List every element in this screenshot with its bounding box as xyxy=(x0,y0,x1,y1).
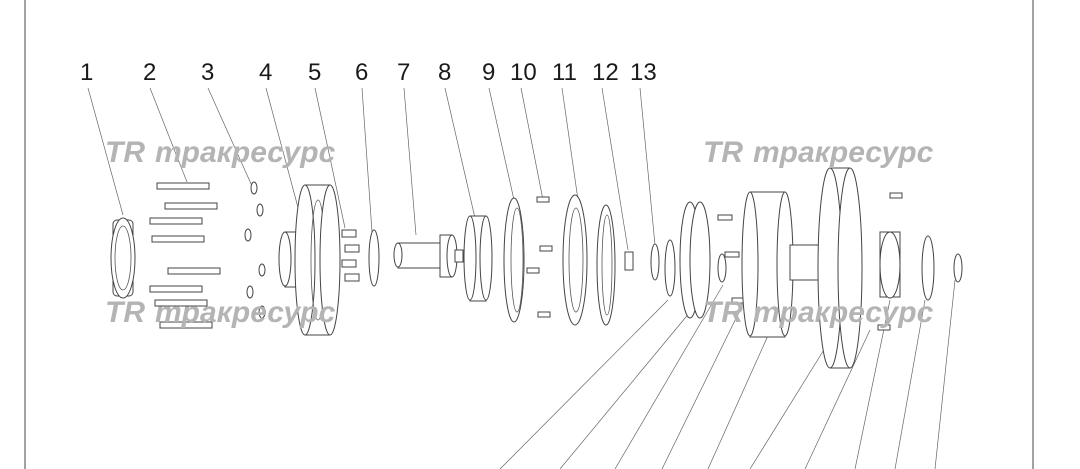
part-number-12: 12 xyxy=(592,59,619,86)
part-7-shaft xyxy=(393,234,464,278)
part-numbers: 1 2 3 4 5 6 7 8 9 10 11 12 13 xyxy=(80,59,657,86)
watermark-brand: тракресурс xyxy=(753,136,934,169)
part-number-13: 13 xyxy=(630,59,657,86)
part-number-6: 6 xyxy=(355,59,368,86)
part-6-disc xyxy=(368,229,380,287)
watermark-logo: ТR xyxy=(703,296,743,329)
right-assembly xyxy=(664,167,963,369)
part-12-disc xyxy=(596,204,616,326)
part-10-pins xyxy=(526,196,553,318)
part-2-bolts xyxy=(149,182,221,329)
part-9-ring xyxy=(503,197,525,323)
watermark-bottom-left: ТR тракресурс xyxy=(105,296,336,329)
part-number-4: 4 xyxy=(259,59,272,86)
part-1-bearing-cup xyxy=(110,217,136,299)
watermark-top-left: ТR тракресурс xyxy=(105,136,336,169)
watermark-brand: тракресурс xyxy=(753,296,934,329)
part-11-carrier xyxy=(562,194,588,326)
part-number-3: 3 xyxy=(201,59,214,86)
part-number-11: 11 xyxy=(552,59,577,86)
part-number-8: 8 xyxy=(438,59,451,86)
part-number-9: 9 xyxy=(482,59,495,86)
part-number-10: 10 xyxy=(510,59,537,86)
part-13-spacer xyxy=(624,243,660,281)
part-number-7: 7 xyxy=(397,59,410,86)
watermark-logo: ТR xyxy=(703,136,743,169)
part-number-5: 5 xyxy=(308,59,321,86)
watermark-logo: ТR xyxy=(105,296,145,329)
watermark-top-right: ТR тракресурс xyxy=(703,136,934,169)
watermark-bottom-right: ТR тракресурс xyxy=(703,296,934,329)
part-8-gear xyxy=(463,215,493,302)
part-5-studs xyxy=(341,229,360,282)
watermark-logo: ТR xyxy=(105,136,145,169)
watermark-brand: тракресурс xyxy=(155,296,336,329)
part-4-hub xyxy=(278,184,341,336)
watermark-brand: тракресурс xyxy=(155,136,336,169)
part-number-2: 2 xyxy=(143,59,156,86)
part-number-1: 1 xyxy=(80,59,93,86)
part-3-washers xyxy=(244,181,266,319)
